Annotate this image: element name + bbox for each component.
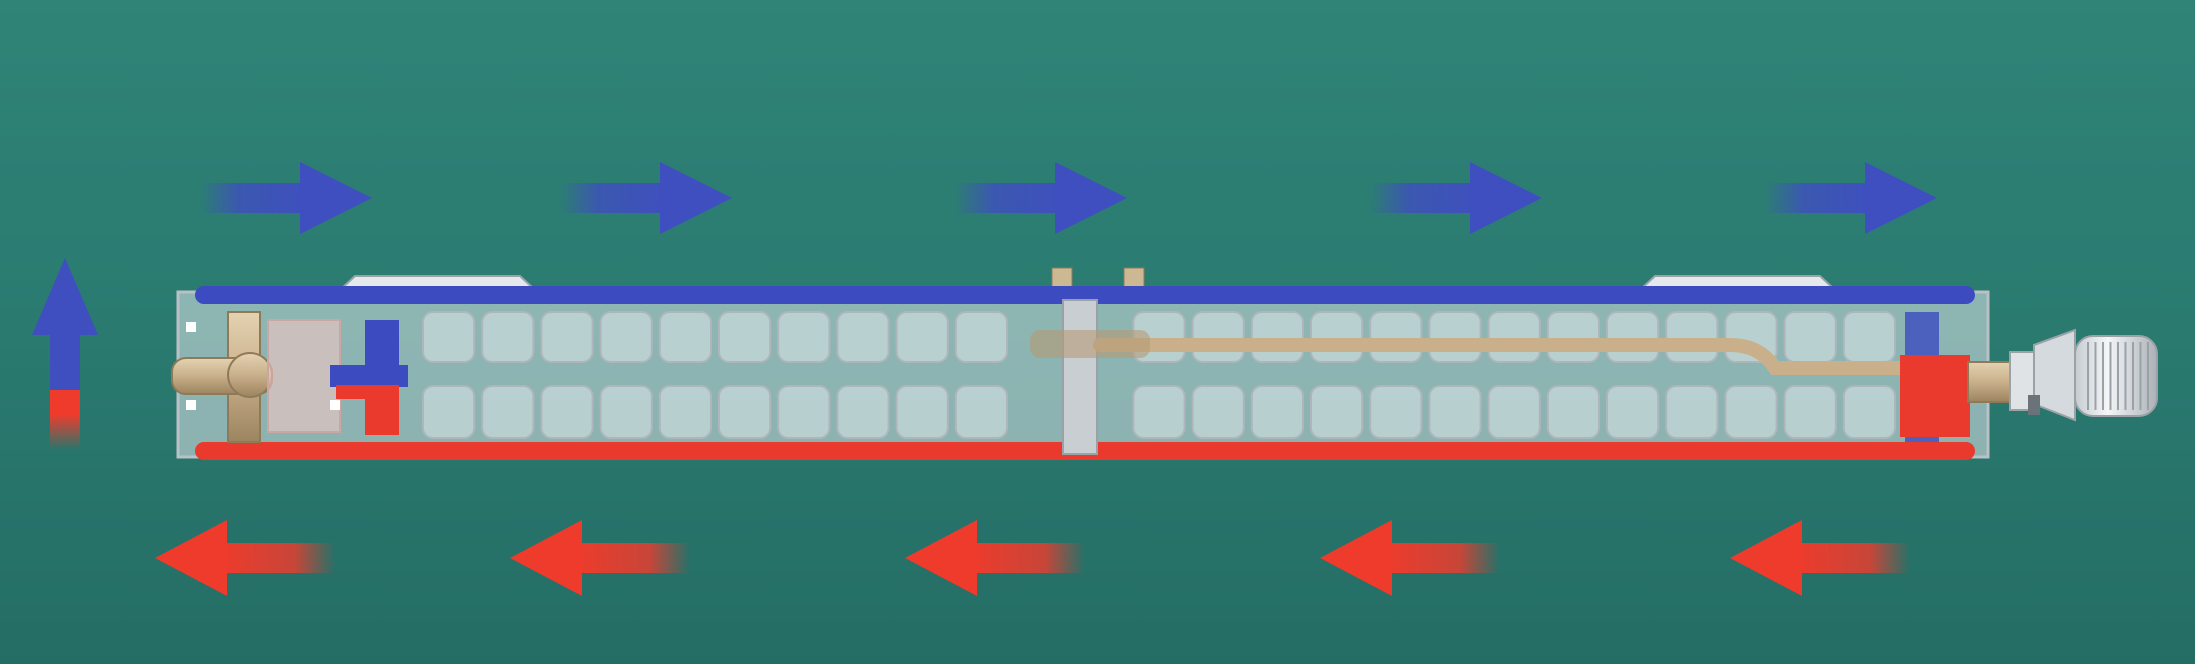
warm-flow-arrow-3 [905,520,1085,596]
upper-fin-21 [1606,311,1660,363]
flow-connection [171,311,408,443]
lower-fin-8 [836,385,890,439]
lower-fin-9 [895,385,949,439]
warm-flow-arrow-2 [510,520,690,596]
cold-air-flow-arrows [200,162,1937,234]
pipe-coupling [1030,330,1150,358]
upper-fin-6 [718,311,772,363]
knob-grip [2087,342,2149,410]
cold-flow-arrow-5 [1765,162,1937,234]
side-flow-arrow [32,258,98,450]
upper-fin-14 [1191,311,1245,363]
lower-fin-19 [1487,385,1541,439]
lower-fin-14 [1191,385,1245,439]
lower-fin-4 [599,385,653,439]
upper-fin-25 [1842,311,1897,363]
upper-fin-4 [599,311,653,363]
cold-flow-arrow-4 [1370,162,1542,234]
cold-flow-arrow-3 [955,162,1127,234]
lower-fin-20 [1546,385,1601,439]
radiator [176,286,1990,460]
lower-fin-10 [954,385,1008,439]
upper-fin-row [422,311,1897,363]
lower-fin-21 [1606,385,1660,439]
lower-fin-2 [481,385,535,439]
upper-fin-5 [658,311,712,363]
lower-fin-13 [1132,385,1186,439]
lower-fin-24 [1783,385,1837,439]
feed-pipe [1093,338,1907,375]
lower-fin-15 [1250,385,1305,439]
warm-air-flow-arrows [155,520,1910,596]
lower-fin-row [422,385,1897,439]
upper-fin-18 [1428,311,1482,363]
lower-fin-16 [1310,385,1364,439]
upper-fin-9 [895,311,949,363]
lower-fin-5 [658,385,712,439]
lower-fin-23 [1724,385,1778,439]
lower-fin-22 [1665,385,1719,439]
lower-fin-25 [1842,385,1897,439]
warm-flow-arrow-5 [1730,520,1910,596]
upper-fin-22 [1665,311,1719,363]
upper-fin-3 [540,311,594,363]
thermostat-head [2009,328,2158,422]
lower-fin-17 [1369,385,1423,439]
upper-fin-10 [954,311,1008,363]
upper-fin-20 [1546,311,1601,363]
lower-fin-3 [540,385,594,439]
lower-fin-1 [422,385,476,439]
upper-fin-7 [777,311,831,363]
lower-fin-7 [777,385,831,439]
sensor-tag [2028,395,2040,415]
upper-fin-17 [1369,311,1423,363]
upper-fin-24 [1783,311,1837,363]
cold-rail [195,286,1975,304]
warm-flow-arrow-4 [1320,520,1500,596]
cold-flow-arrow-1 [200,162,372,234]
return-valve [1900,312,2011,442]
warm-flow-arrow-1 [155,520,335,596]
center-divider [1062,299,1098,455]
upper-fin-2 [481,311,535,363]
lower-fin-6 [718,385,772,439]
upper-fin-8 [836,311,890,363]
lower-fin-18 [1428,385,1482,439]
upper-fin-1 [422,311,476,363]
cold-flow-arrow-2 [560,162,732,234]
upper-fin-15 [1250,311,1305,363]
upper-fin-16 [1310,311,1364,363]
upper-fin-19 [1487,311,1541,363]
